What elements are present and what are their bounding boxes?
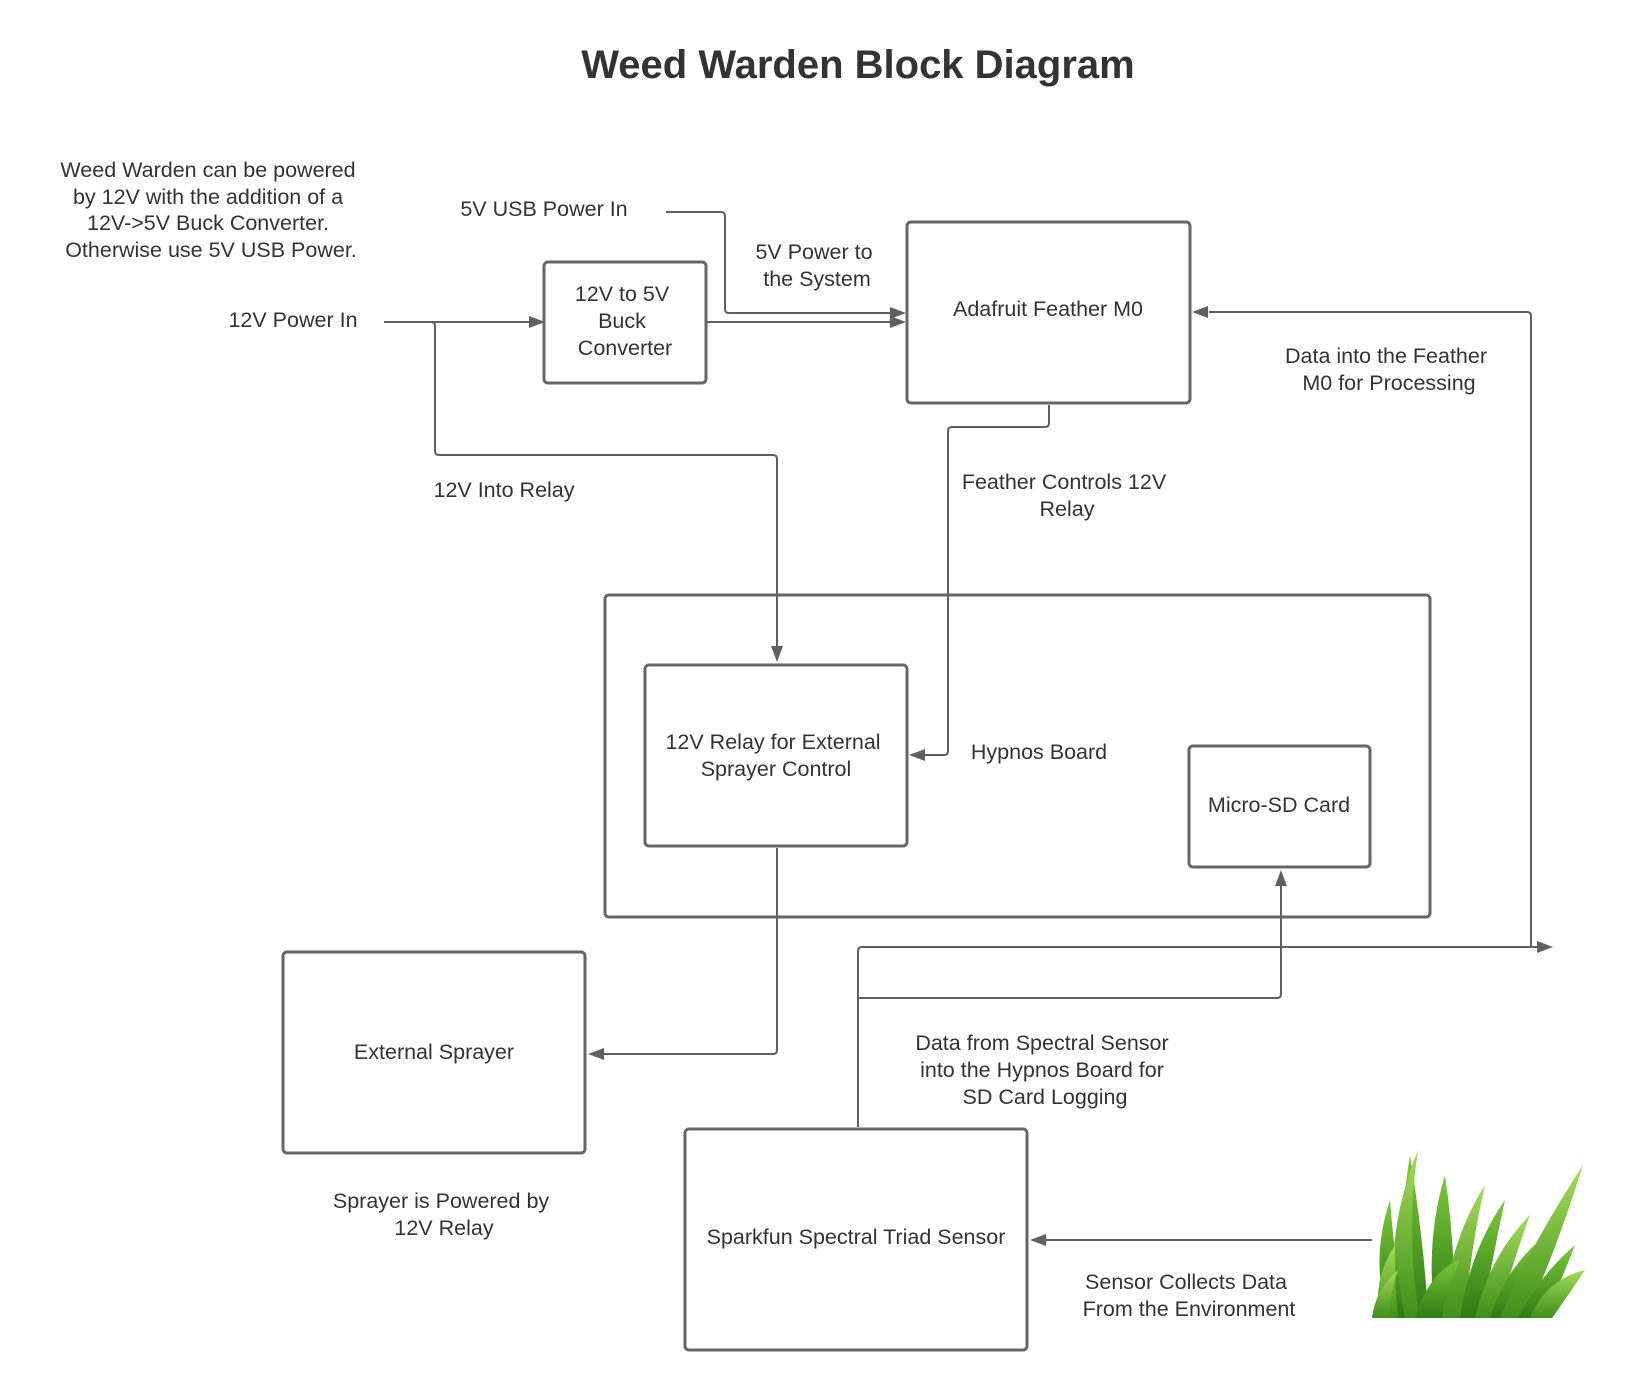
block-micro-sd: Micro-SD Card — [1187, 744, 1372, 869]
block-relay: 12V Relay for External Sprayer Control — [643, 663, 909, 848]
connector-feather-to-relay — [922, 405, 1050, 756]
arrowhead-feather-data — [1192, 306, 1208, 318]
svg-text:Micro-SD Card: Micro-SD Card — [1208, 793, 1350, 817]
grass-icon — [1372, 1150, 1585, 1318]
arrowhead-sensor — [1030, 1234, 1046, 1246]
block-buck-converter: 12V to 5V Buck Converter — [542, 260, 708, 385]
svg-text:Adafruit Feather M0: Adafruit Feather M0 — [953, 297, 1143, 321]
arrowhead-usb-feather — [890, 307, 906, 319]
connectors — [384, 211, 1553, 1246]
label-sensor-collects-data: Sensor Collects Data From the Environmen… — [1083, 1270, 1296, 1321]
arrowhead-buck-feather — [890, 316, 906, 328]
connector-feather-return — [1209, 311, 1532, 947]
arrowhead-relay-side — [909, 749, 925, 761]
arrowhead-sd — [1275, 870, 1287, 886]
label-5v-usb-power-in: 5V USB Power In — [460, 197, 627, 221]
connector-relay-to-sprayer — [601, 848, 778, 1055]
arrowhead-right-edge — [1537, 941, 1553, 953]
diagram-title: Weed Warden Block Diagram — [581, 43, 1134, 87]
label-sprayer-power: Sprayer is Powered by 12V Relay — [333, 1189, 555, 1240]
label-data-into-feather: Data into the Feather M0 for Processing — [1285, 344, 1493, 395]
svg-text:External Sprayer: External Sprayer — [354, 1040, 514, 1064]
arrowhead-buck — [529, 316, 545, 328]
label-feather-controls-relay: Feather Controls 12V Relay — [962, 470, 1172, 521]
label-data-to-hypnos: Data from Spectral Sensor into the Hypno… — [915, 1031, 1174, 1109]
svg-text:12V to 5V Buck Con: 12V to 5V Buck Converter — [575, 282, 675, 360]
block-spectral-sensor: Sparkfun Spectral Triad Sensor — [683, 1127, 1029, 1352]
connector-sensor-to-sd — [858, 884, 1282, 999]
connector-12v-to-relay — [430, 321, 778, 650]
label-12v-power-in: 12V Power In — [228, 308, 357, 332]
connector-sensor-to-feather — [857, 946, 1540, 1127]
label-12v-into-relay: 12V Into Relay — [433, 478, 574, 502]
arrowhead-relay-top — [771, 646, 783, 662]
block-hypnos-board: Hypnos Board — [603, 593, 1432, 919]
block-external-sprayer: External Sprayer — [281, 950, 587, 1155]
svg-text:Sparkfun Spectral Triad Sensor: Sparkfun Spectral Triad Sensor — [707, 1225, 1006, 1249]
note-power-options: Weed Warden can be powered by 12V with t… — [60, 158, 361, 262]
svg-text:12V Relay for External S: 12V Relay for External Sprayer Control — [665, 730, 886, 781]
label-5v-power-to-system: 5V Power to the System — [755, 240, 878, 291]
svg-text:Hypnos Board: Hypnos Board — [971, 740, 1107, 764]
arrowhead-sprayer — [588, 1048, 604, 1060]
block-feather-m0: Adafruit Feather M0 — [905, 220, 1192, 405]
connector-usb-to-feather — [666, 211, 890, 314]
